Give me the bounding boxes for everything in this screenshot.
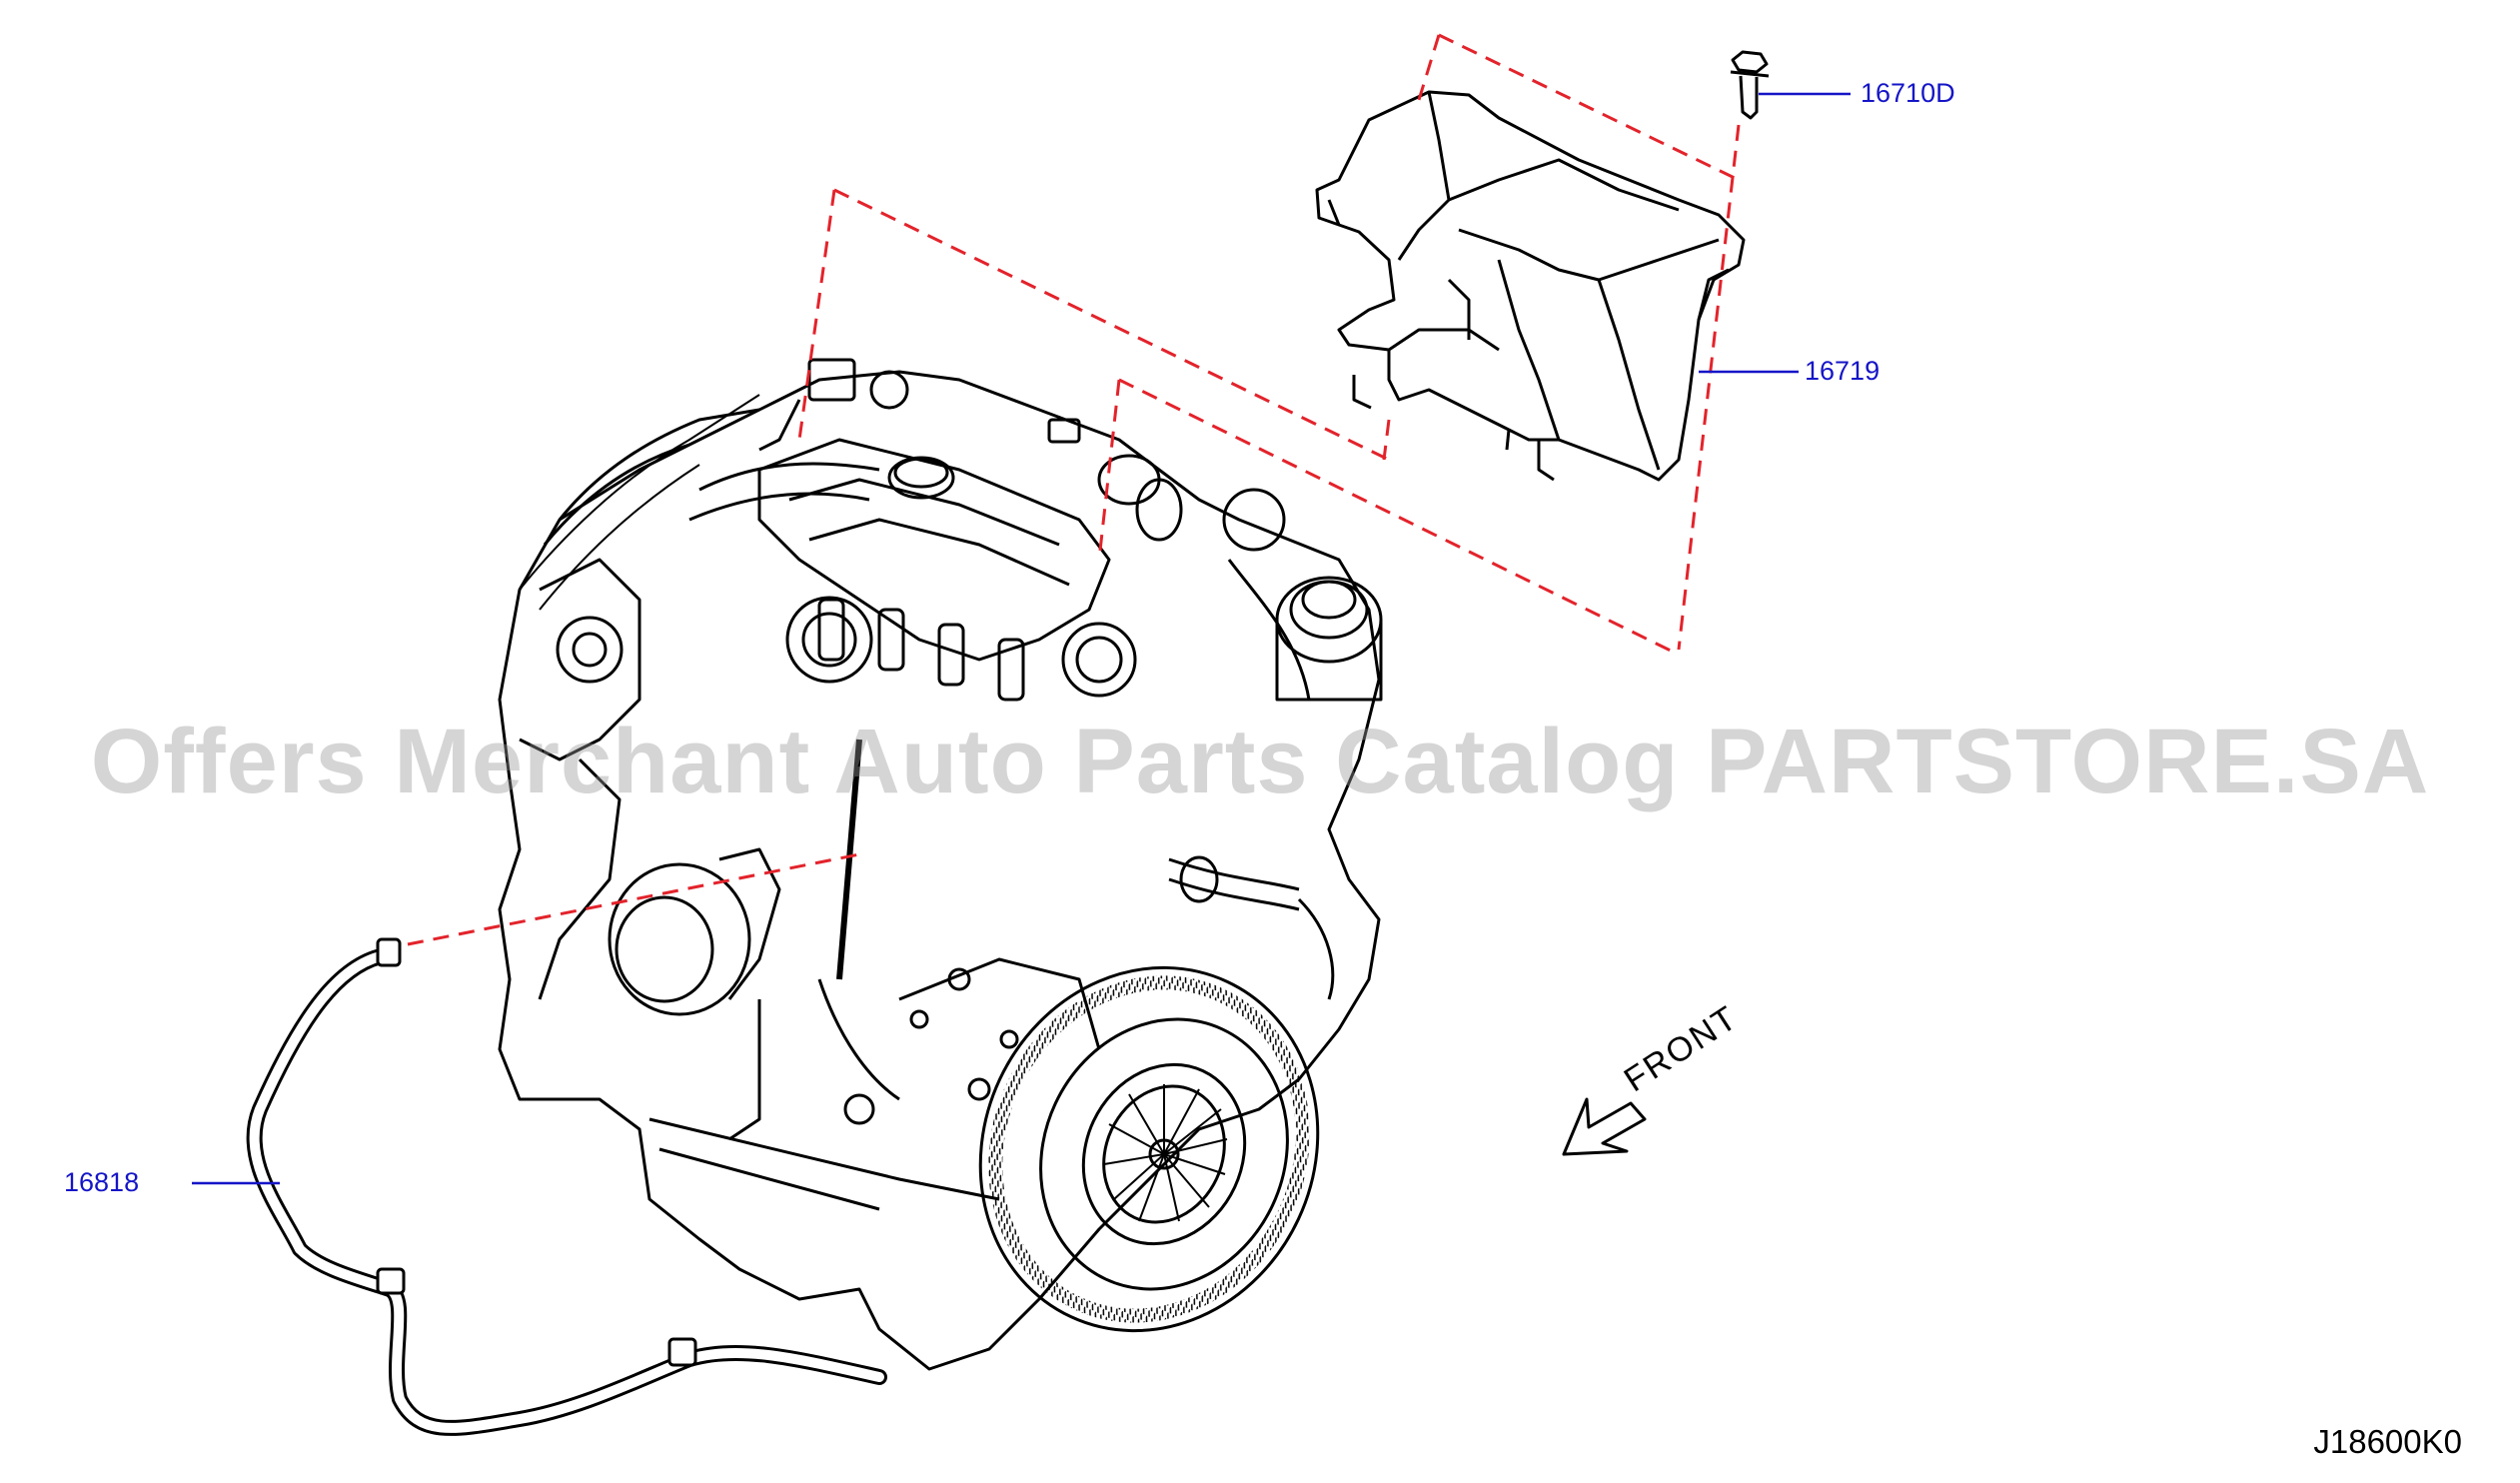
callout-bolt[interactable]: 16710D <box>1861 78 1955 108</box>
engine-assembly <box>498 358 1383 1371</box>
bolt <box>1730 50 1770 120</box>
callout-hose[interactable]: 16818 <box>64 1167 140 1197</box>
leader-lines <box>192 92 1851 1185</box>
hose-clamp <box>667 1337 697 1367</box>
watermark: Offers Merchant Auto Parts Catalog PARTS… <box>90 711 2430 812</box>
hose-clamp <box>376 1267 406 1295</box>
assembly-guides <box>407 33 1741 946</box>
front-arrow-icon <box>1562 1097 1647 1156</box>
figure-id: J18600K0 <box>2313 1423 2462 1460</box>
hose-clamp <box>376 937 402 967</box>
breather-hose <box>246 937 887 1436</box>
callout-cover[interactable]: 16719 <box>1805 356 1881 386</box>
engine-cover <box>1315 90 1746 482</box>
flywheel-clutch <box>978 965 1320 1333</box>
